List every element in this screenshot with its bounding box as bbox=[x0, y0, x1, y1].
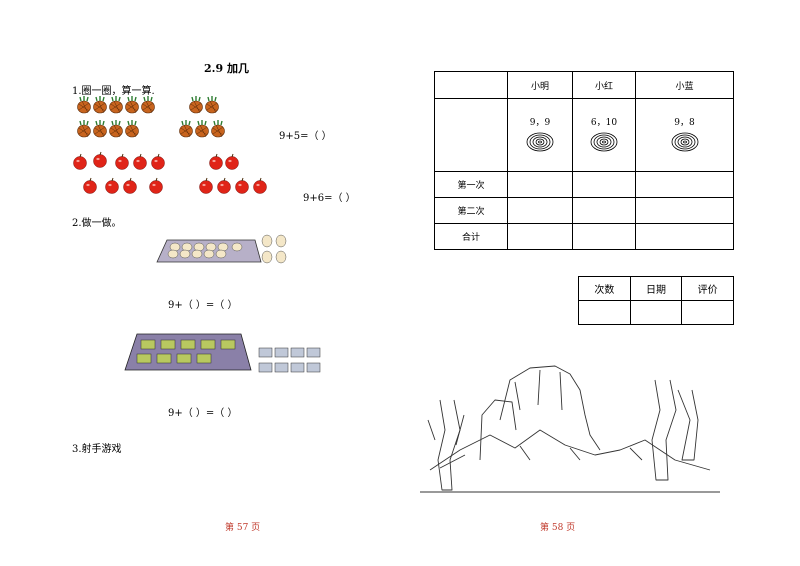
answer-cell[interactable] bbox=[572, 197, 636, 224]
row-label-total: 合计 bbox=[434, 223, 508, 250]
score-text: 9，8 bbox=[674, 118, 695, 128]
score-text: 9，9 bbox=[529, 118, 551, 128]
page-number-right: 第 58 页 bbox=[540, 523, 576, 533]
target-row-label bbox=[434, 98, 508, 172]
target-icon bbox=[526, 132, 554, 152]
question-2: 2.做一做。 bbox=[72, 218, 122, 229]
answer-cell[interactable] bbox=[572, 223, 636, 250]
page-number-left: 第 57 页 bbox=[225, 523, 261, 533]
target-cell: 9，9 bbox=[507, 98, 573, 172]
header-empty bbox=[434, 71, 508, 99]
landscape-sketch bbox=[420, 365, 720, 493]
equation-9-plus-5: 9+5=（ ） bbox=[279, 131, 332, 142]
answer-cell[interactable] bbox=[635, 197, 734, 224]
question-1: 1.圈一圈，算一算. bbox=[72, 86, 155, 97]
cake-tray-illustration bbox=[124, 333, 321, 373]
page-title: 2.9 加几 bbox=[204, 62, 249, 75]
row-label-second: 第二次 bbox=[434, 197, 508, 224]
answer-cell[interactable] bbox=[507, 197, 573, 224]
question-3: 3.射手游戏 bbox=[72, 444, 122, 455]
target-icon bbox=[671, 132, 698, 152]
score-text: 6，10 bbox=[590, 118, 618, 128]
target-cell: 6，10 bbox=[572, 98, 636, 172]
header-count: 次数 bbox=[578, 276, 631, 301]
egg-tray-illustration bbox=[156, 234, 287, 264]
header-xiaolan: 小蓝 bbox=[635, 71, 734, 99]
equation-9-plus-6: 9+6=（ ） bbox=[303, 193, 356, 204]
eval-cell[interactable] bbox=[681, 300, 734, 325]
eval-cell[interactable] bbox=[578, 300, 631, 325]
target-cell: 9，8 bbox=[635, 98, 734, 172]
target-icon bbox=[590, 132, 618, 152]
header-xiaohong: 小红 bbox=[572, 71, 636, 99]
answer-cell[interactable] bbox=[507, 223, 573, 250]
equation-eggs: 9+（ ）=（ ） bbox=[168, 300, 238, 311]
header-evaluation: 评价 bbox=[681, 276, 734, 301]
row-label-first: 第一次 bbox=[434, 171, 508, 198]
equation-cakes: 9+（ ）=（ ） bbox=[168, 408, 238, 419]
answer-cell[interactable] bbox=[635, 171, 734, 198]
header-xiaoming: 小明 bbox=[507, 71, 573, 99]
score-table: 小明 小红 小蓝 9，9 6，10 9，8 第一次 第二次 合计 bbox=[434, 71, 734, 250]
answer-cell[interactable] bbox=[572, 171, 636, 198]
evaluation-table: 次数 日期 评价 bbox=[578, 276, 734, 325]
eval-cell[interactable] bbox=[629, 300, 683, 325]
answer-cell[interactable] bbox=[507, 171, 573, 198]
answer-cell[interactable] bbox=[635, 223, 734, 250]
header-date: 日期 bbox=[629, 276, 683, 301]
fruit-illustration bbox=[73, 95, 267, 194]
